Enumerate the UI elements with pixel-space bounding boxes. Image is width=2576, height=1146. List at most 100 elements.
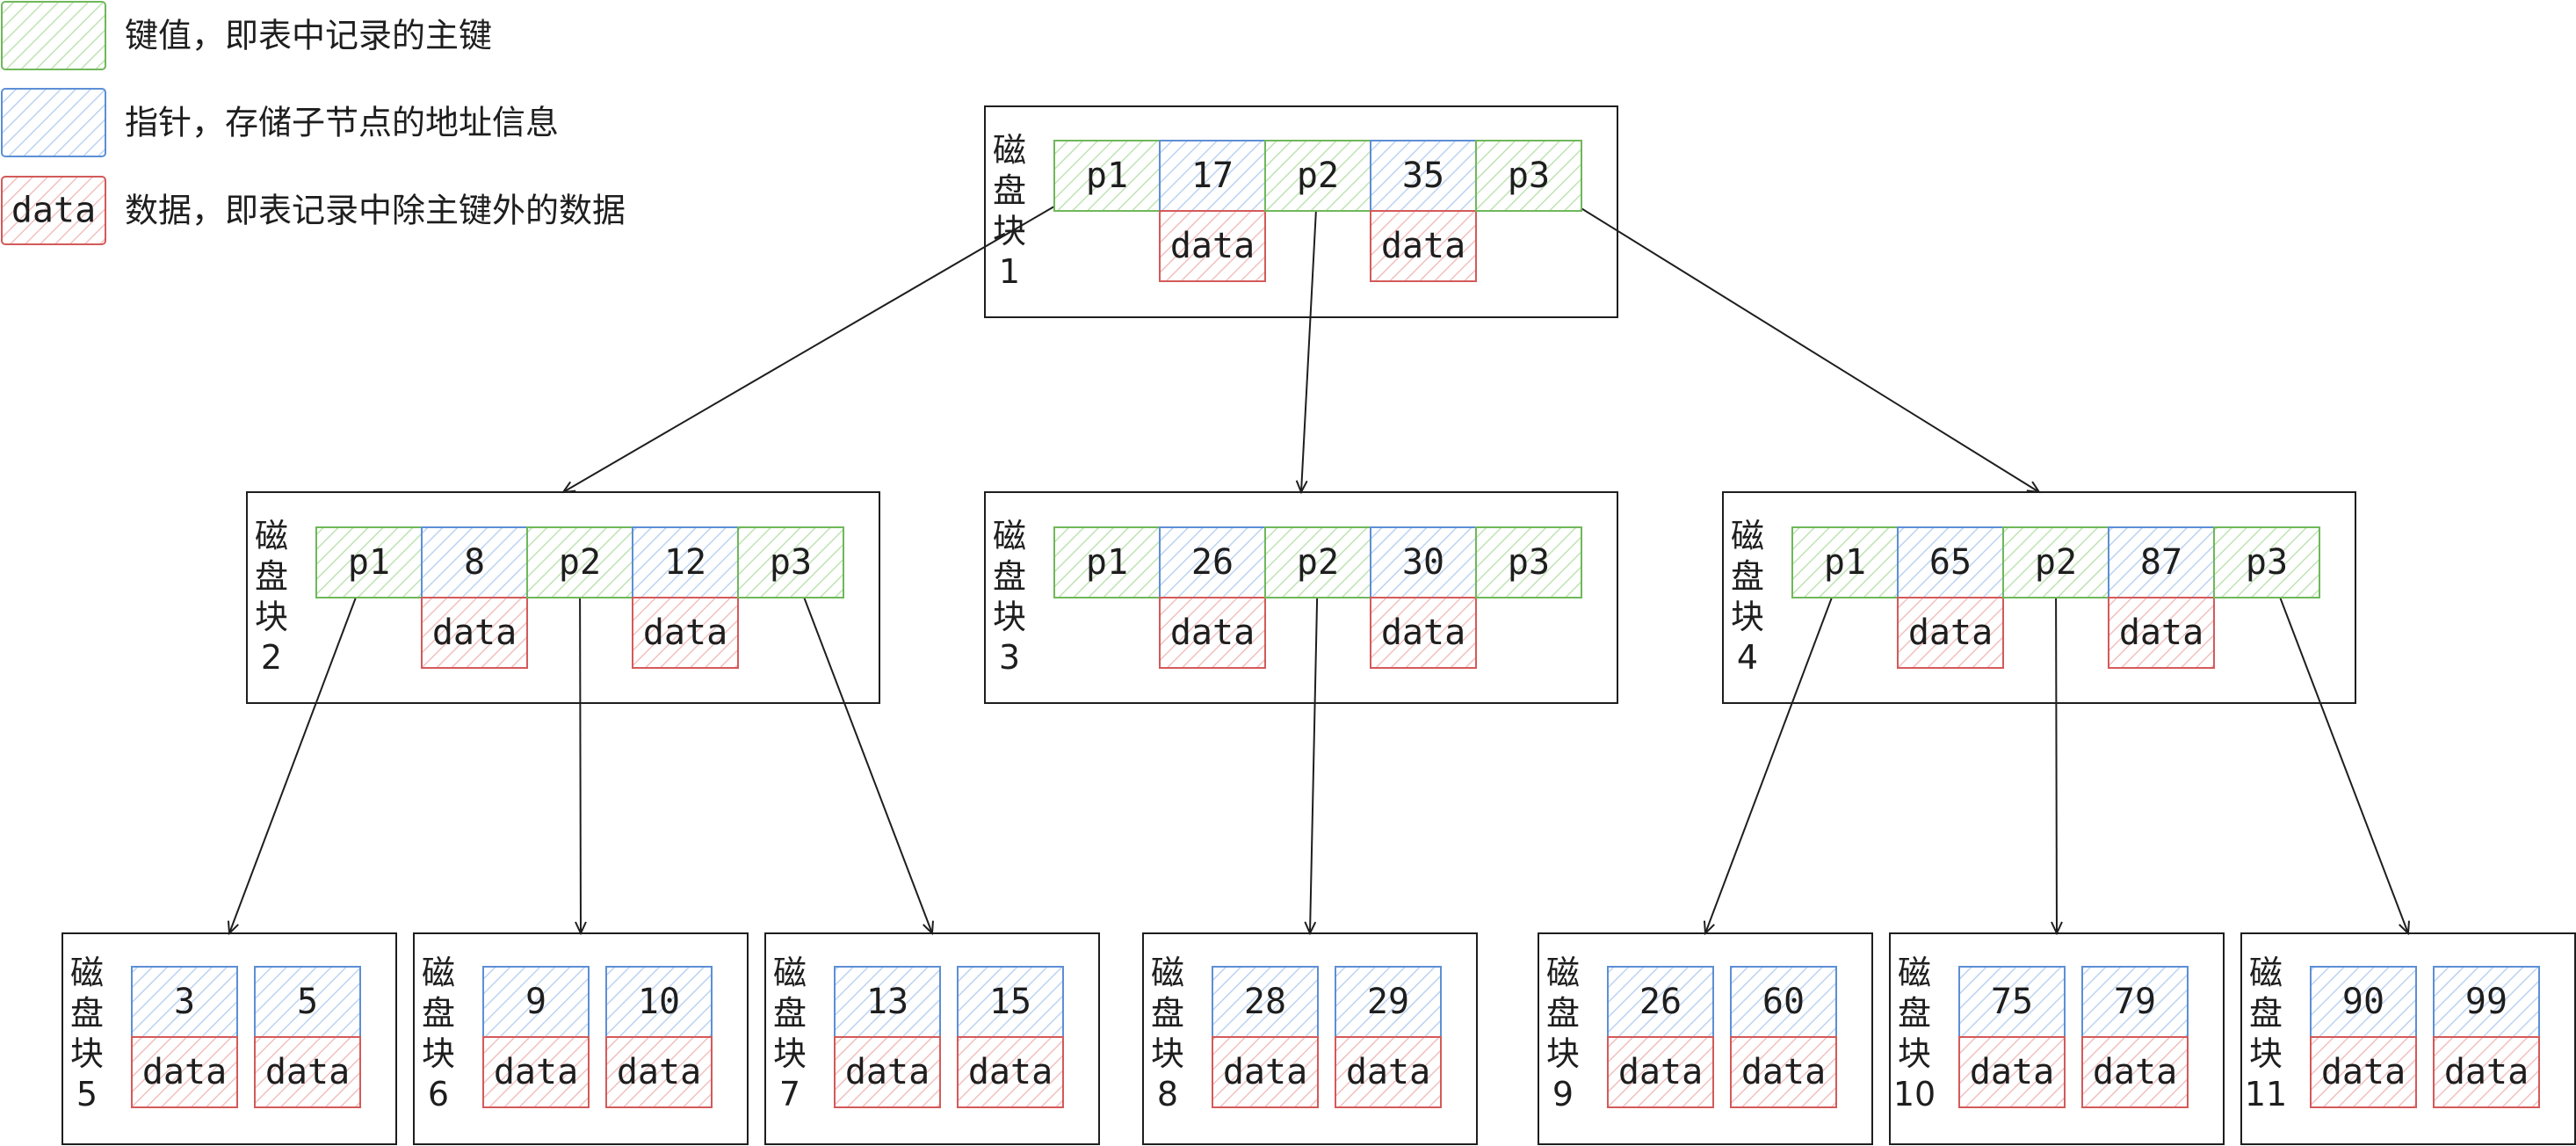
disk-block-frame xyxy=(1722,491,2356,704)
data-cell xyxy=(2310,1036,2417,1108)
key-cell xyxy=(2433,966,2540,1038)
block-label-char: 盘 xyxy=(255,557,288,596)
key-cell-text: 79 xyxy=(2114,982,2156,1022)
edge-block-1-to-4 xyxy=(1528,175,2039,492)
data-cell xyxy=(482,1036,590,1108)
edge-block-4-to-9 xyxy=(1705,562,1846,933)
block-label-char: 磁 xyxy=(1151,954,1184,992)
key-cell-text: 28 xyxy=(1244,982,1286,1022)
data-cell-text: data xyxy=(2119,613,2203,653)
block-label-char: 盘 xyxy=(422,994,455,1033)
key-cell-text: 60 xyxy=(1762,982,1805,1022)
data-cell xyxy=(1370,210,1477,282)
disk-block-frame xyxy=(984,105,1618,318)
edge-block-1-to-3 xyxy=(1301,175,1319,492)
block-label-char: 4 xyxy=(1737,638,1758,677)
key-cell-text: 29 xyxy=(1367,982,1409,1022)
pointer-cell xyxy=(1475,526,1582,598)
key-cell xyxy=(1958,966,2066,1038)
pointer-cell xyxy=(526,526,633,598)
pointer-cell-text: p2 xyxy=(1297,542,1339,583)
data-cell xyxy=(1370,597,1477,669)
key-cell-text: 75 xyxy=(1991,982,2033,1022)
key-cell xyxy=(482,966,590,1038)
key-cell-text: 13 xyxy=(866,982,908,1022)
disk-block-frame xyxy=(1142,932,1478,1145)
block-label-char: 盘 xyxy=(1546,994,1580,1033)
block-label-char: 块 xyxy=(255,598,288,636)
block-label-char: 盘 xyxy=(993,171,1026,210)
pointer-cell-text: p2 xyxy=(559,542,601,583)
pointer-cell xyxy=(1053,140,1161,212)
data-cell xyxy=(1730,1036,1837,1108)
key-cell-text: 5 xyxy=(297,982,318,1022)
edge-block-4-to-10 xyxy=(2056,562,2057,933)
block-label-char: 块 xyxy=(1546,1034,1580,1073)
disk-block-frame xyxy=(764,932,1100,1145)
block-label-char: 磁 xyxy=(70,954,104,992)
key-cell-text: 12 xyxy=(664,542,706,583)
data-cell-text: data xyxy=(1618,1052,1703,1092)
key-cell-text: 35 xyxy=(1402,156,1444,196)
data-cell-text: data xyxy=(617,1052,701,1092)
block-label-char: 8 xyxy=(1157,1075,1178,1113)
block-label-char: 5 xyxy=(76,1075,98,1113)
disk-block-frame xyxy=(413,932,749,1145)
edge-block-2-to-6 xyxy=(580,562,581,933)
data-cell-text: data xyxy=(1741,1052,1826,1092)
data-cell-text: data xyxy=(968,1052,1053,1092)
pointer-cell-text: p3 xyxy=(1508,156,1550,196)
data-cell-text: data xyxy=(494,1052,578,1092)
data-cell-text: data xyxy=(432,613,517,653)
legend-label: 指针，存储子节点的地址信息 xyxy=(125,104,559,142)
key-cell-text: 3 xyxy=(174,982,195,1022)
data-cell-text: data xyxy=(1970,1052,2054,1092)
block-label-char: 磁 xyxy=(1546,954,1580,992)
block-label-char: 磁 xyxy=(993,131,1026,170)
block-label-char: 磁 xyxy=(1731,517,1764,555)
data-cell xyxy=(2108,597,2215,669)
pointer-cell-text: p1 xyxy=(1086,542,1128,583)
block-label-char: 块 xyxy=(1898,1034,1931,1073)
key-cell xyxy=(1335,966,1442,1038)
key-cell xyxy=(2108,526,2215,598)
key-cell-text: 17 xyxy=(1191,156,1234,196)
data-cell-text: data xyxy=(1170,226,1255,266)
legend-swatch-key xyxy=(1,1,106,70)
data-cell-text: data xyxy=(2321,1052,2406,1092)
legend-label: 键值，即表中记录的主键 xyxy=(125,17,492,55)
block-label-char: 块 xyxy=(422,1034,455,1073)
data-cell xyxy=(1159,597,1266,669)
edge-block-4-to-11 xyxy=(2266,562,2408,933)
pointer-cell xyxy=(737,526,844,598)
edge-block-2-to-7 xyxy=(790,562,932,933)
key-cell xyxy=(2310,966,2417,1038)
data-cell-text: data xyxy=(1223,1052,1307,1092)
key-cell xyxy=(1159,526,1266,598)
key-cell-text: 15 xyxy=(989,982,1031,1022)
pointer-cell-text: p2 xyxy=(1297,156,1339,196)
block-label-char: 盘 xyxy=(993,557,1026,596)
block-label-char: 块 xyxy=(773,1034,807,1073)
disk-block-frame xyxy=(62,932,397,1145)
block-label-char: 盘 xyxy=(1898,994,1931,1033)
key-cell-text: 26 xyxy=(1639,982,1682,1022)
pointer-cell-text: p3 xyxy=(1508,542,1550,583)
block-label-char: 盘 xyxy=(2249,994,2283,1033)
key-cell xyxy=(421,526,528,598)
key-cell xyxy=(1370,526,1477,598)
pointer-cell xyxy=(1053,526,1161,598)
pointer-cell-text: p3 xyxy=(2246,542,2288,583)
data-cell-text: data xyxy=(1381,613,1465,653)
block-label-char: 块 xyxy=(993,598,1026,636)
